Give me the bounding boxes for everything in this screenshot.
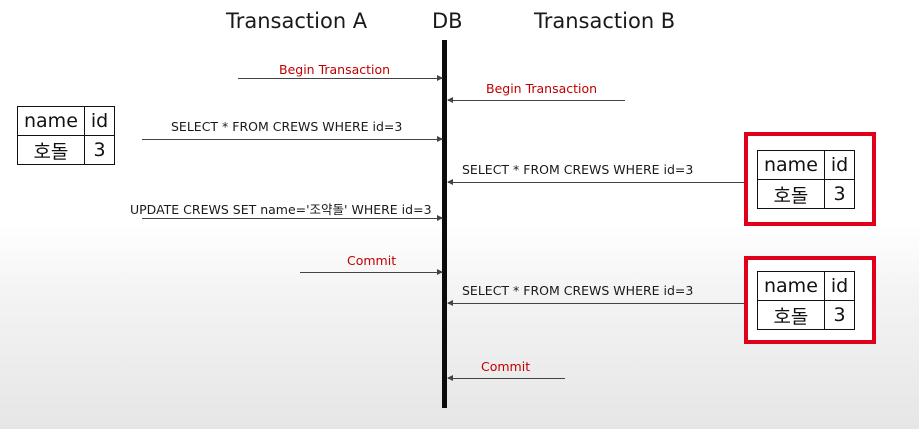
b-result-1-highlight-box: name id 호돌 3: [744, 132, 876, 226]
b-result-2-table: name id 호돌 3: [757, 271, 856, 330]
b-commit-label: Commit: [481, 359, 531, 374]
b-result-2-highlight-box: name id 호돌 3: [744, 256, 876, 344]
table-row: 호돌 3: [757, 300, 856, 330]
table-cell: 3: [823, 179, 856, 209]
table-header-row: name id: [17, 106, 116, 136]
b-select-2-arrow: [447, 300, 744, 306]
db-lifeline: [442, 40, 447, 408]
table-header-row: name id: [757, 271, 856, 301]
table-header-cell: id: [823, 150, 856, 180]
table-header-cell: name: [757, 271, 825, 301]
table-header-cell: name: [17, 106, 85, 136]
a-begin-label: Begin Transaction: [279, 62, 391, 77]
a-update-arrow: [142, 215, 443, 221]
transaction-a-header: Transaction A: [226, 9, 368, 33]
db-header: DB: [432, 9, 463, 33]
table-header-cell: id: [823, 271, 856, 301]
a-commit-label: Commit: [347, 253, 397, 268]
table-row: 호돌 3: [17, 135, 116, 165]
b-select-1-label: SELECT * FROM CREWS WHERE id=3: [462, 162, 694, 177]
table-cell: 호돌: [757, 300, 825, 330]
b-commit-arrow: [447, 375, 565, 381]
b-begin-label: Begin Transaction: [486, 81, 598, 96]
table-header-cell: name: [757, 150, 825, 180]
table-header-row: name id: [757, 150, 856, 180]
table-cell: 3: [83, 135, 116, 165]
table-row: 호돌 3: [757, 179, 856, 209]
a-select-label: SELECT * FROM CREWS WHERE id=3: [171, 119, 403, 134]
a-commit-arrow: [300, 269, 443, 275]
a-select-arrow: [142, 136, 443, 142]
a-result-table: name id 호돌 3: [17, 106, 116, 165]
table-cell: 호돌: [757, 179, 825, 209]
table-cell: 3: [823, 300, 856, 330]
a-update-label: UPDATE CREWS SET name='조약돌' WHERE id=3: [130, 202, 432, 217]
b-select-2-label: SELECT * FROM CREWS WHERE id=3: [462, 283, 694, 298]
b-select-1-arrow: [447, 179, 744, 185]
a-begin-arrow: [238, 75, 443, 81]
b-begin-arrow: [447, 97, 625, 103]
transaction-b-header: Transaction B: [534, 9, 676, 33]
table-header-cell: id: [83, 106, 116, 136]
table-cell: 호돌: [17, 135, 85, 165]
b-result-1-table: name id 호돌 3: [757, 150, 856, 209]
